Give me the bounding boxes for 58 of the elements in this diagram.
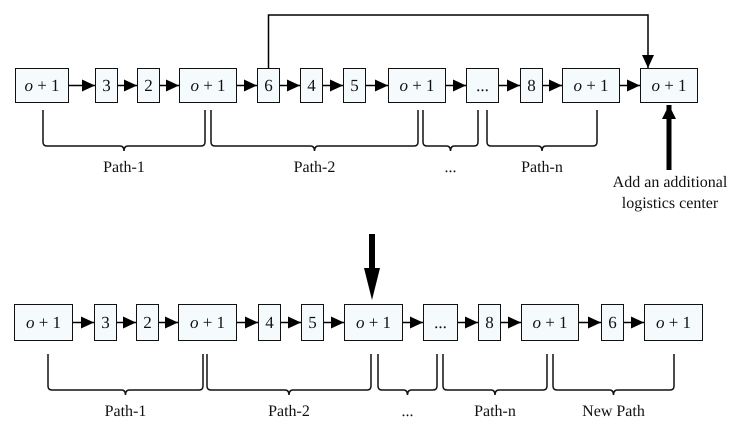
arrow xyxy=(662,105,676,170)
node-box: 4 xyxy=(258,304,281,341)
arrow xyxy=(268,14,654,68)
arrow xyxy=(237,316,258,328)
arrow xyxy=(324,316,344,328)
arrow xyxy=(117,316,136,328)
path-label: Path-2 xyxy=(294,159,336,177)
path-label: New Path xyxy=(582,403,645,421)
arrow xyxy=(280,80,300,92)
node-box: 2 xyxy=(137,68,160,103)
node-box: o + 1 xyxy=(14,304,73,341)
path-label: Path-1 xyxy=(103,159,145,177)
arrow xyxy=(543,80,562,92)
node-box: 6 xyxy=(257,68,280,103)
arrow xyxy=(366,80,388,92)
arrow xyxy=(403,316,423,328)
annotation-text: Add an additional logistics center xyxy=(588,172,752,214)
arrow xyxy=(159,316,178,328)
path-label: ... xyxy=(444,159,456,177)
arrow xyxy=(499,80,520,92)
arrow xyxy=(620,80,640,92)
node-box: 4 xyxy=(300,68,323,103)
arrow xyxy=(323,80,343,92)
node-box: 2 xyxy=(136,304,159,341)
path-label: Path-n xyxy=(521,159,563,177)
arrow xyxy=(579,316,601,328)
node-box: 5 xyxy=(343,68,366,103)
arrow xyxy=(281,316,301,328)
arrow xyxy=(458,316,478,328)
arrow xyxy=(69,80,95,92)
path-label: ... xyxy=(402,403,414,421)
node-box: o + 1 xyxy=(388,68,446,103)
node-box: 5 xyxy=(301,304,324,341)
node-box: o + 1 xyxy=(15,68,69,103)
node-box: 8 xyxy=(478,304,501,341)
node-box: 6 xyxy=(601,304,624,341)
node-box: o + 1 xyxy=(344,304,403,341)
node-box: o + 1 xyxy=(178,304,237,341)
node-box: ... xyxy=(466,68,499,103)
node-box: 3 xyxy=(95,68,118,103)
arrow xyxy=(624,316,644,328)
node-box: o + 1 xyxy=(644,304,703,341)
node-box: o + 1 xyxy=(179,68,237,103)
node-box: 8 xyxy=(520,68,543,103)
node-box: 3 xyxy=(94,304,117,341)
arrow xyxy=(73,316,94,328)
arrow xyxy=(501,316,521,328)
node-box: o + 1 xyxy=(640,68,698,103)
path-label: Path-n xyxy=(474,403,516,421)
node-box: o + 1 xyxy=(521,304,579,341)
node-box: ... xyxy=(423,304,458,341)
arrow xyxy=(237,80,257,92)
arrow xyxy=(160,80,179,92)
node-box: o + 1 xyxy=(562,68,620,103)
path-label: Path-1 xyxy=(104,403,146,421)
path-label: Path-2 xyxy=(268,403,310,421)
arrow xyxy=(118,80,137,92)
arrow xyxy=(446,80,466,92)
